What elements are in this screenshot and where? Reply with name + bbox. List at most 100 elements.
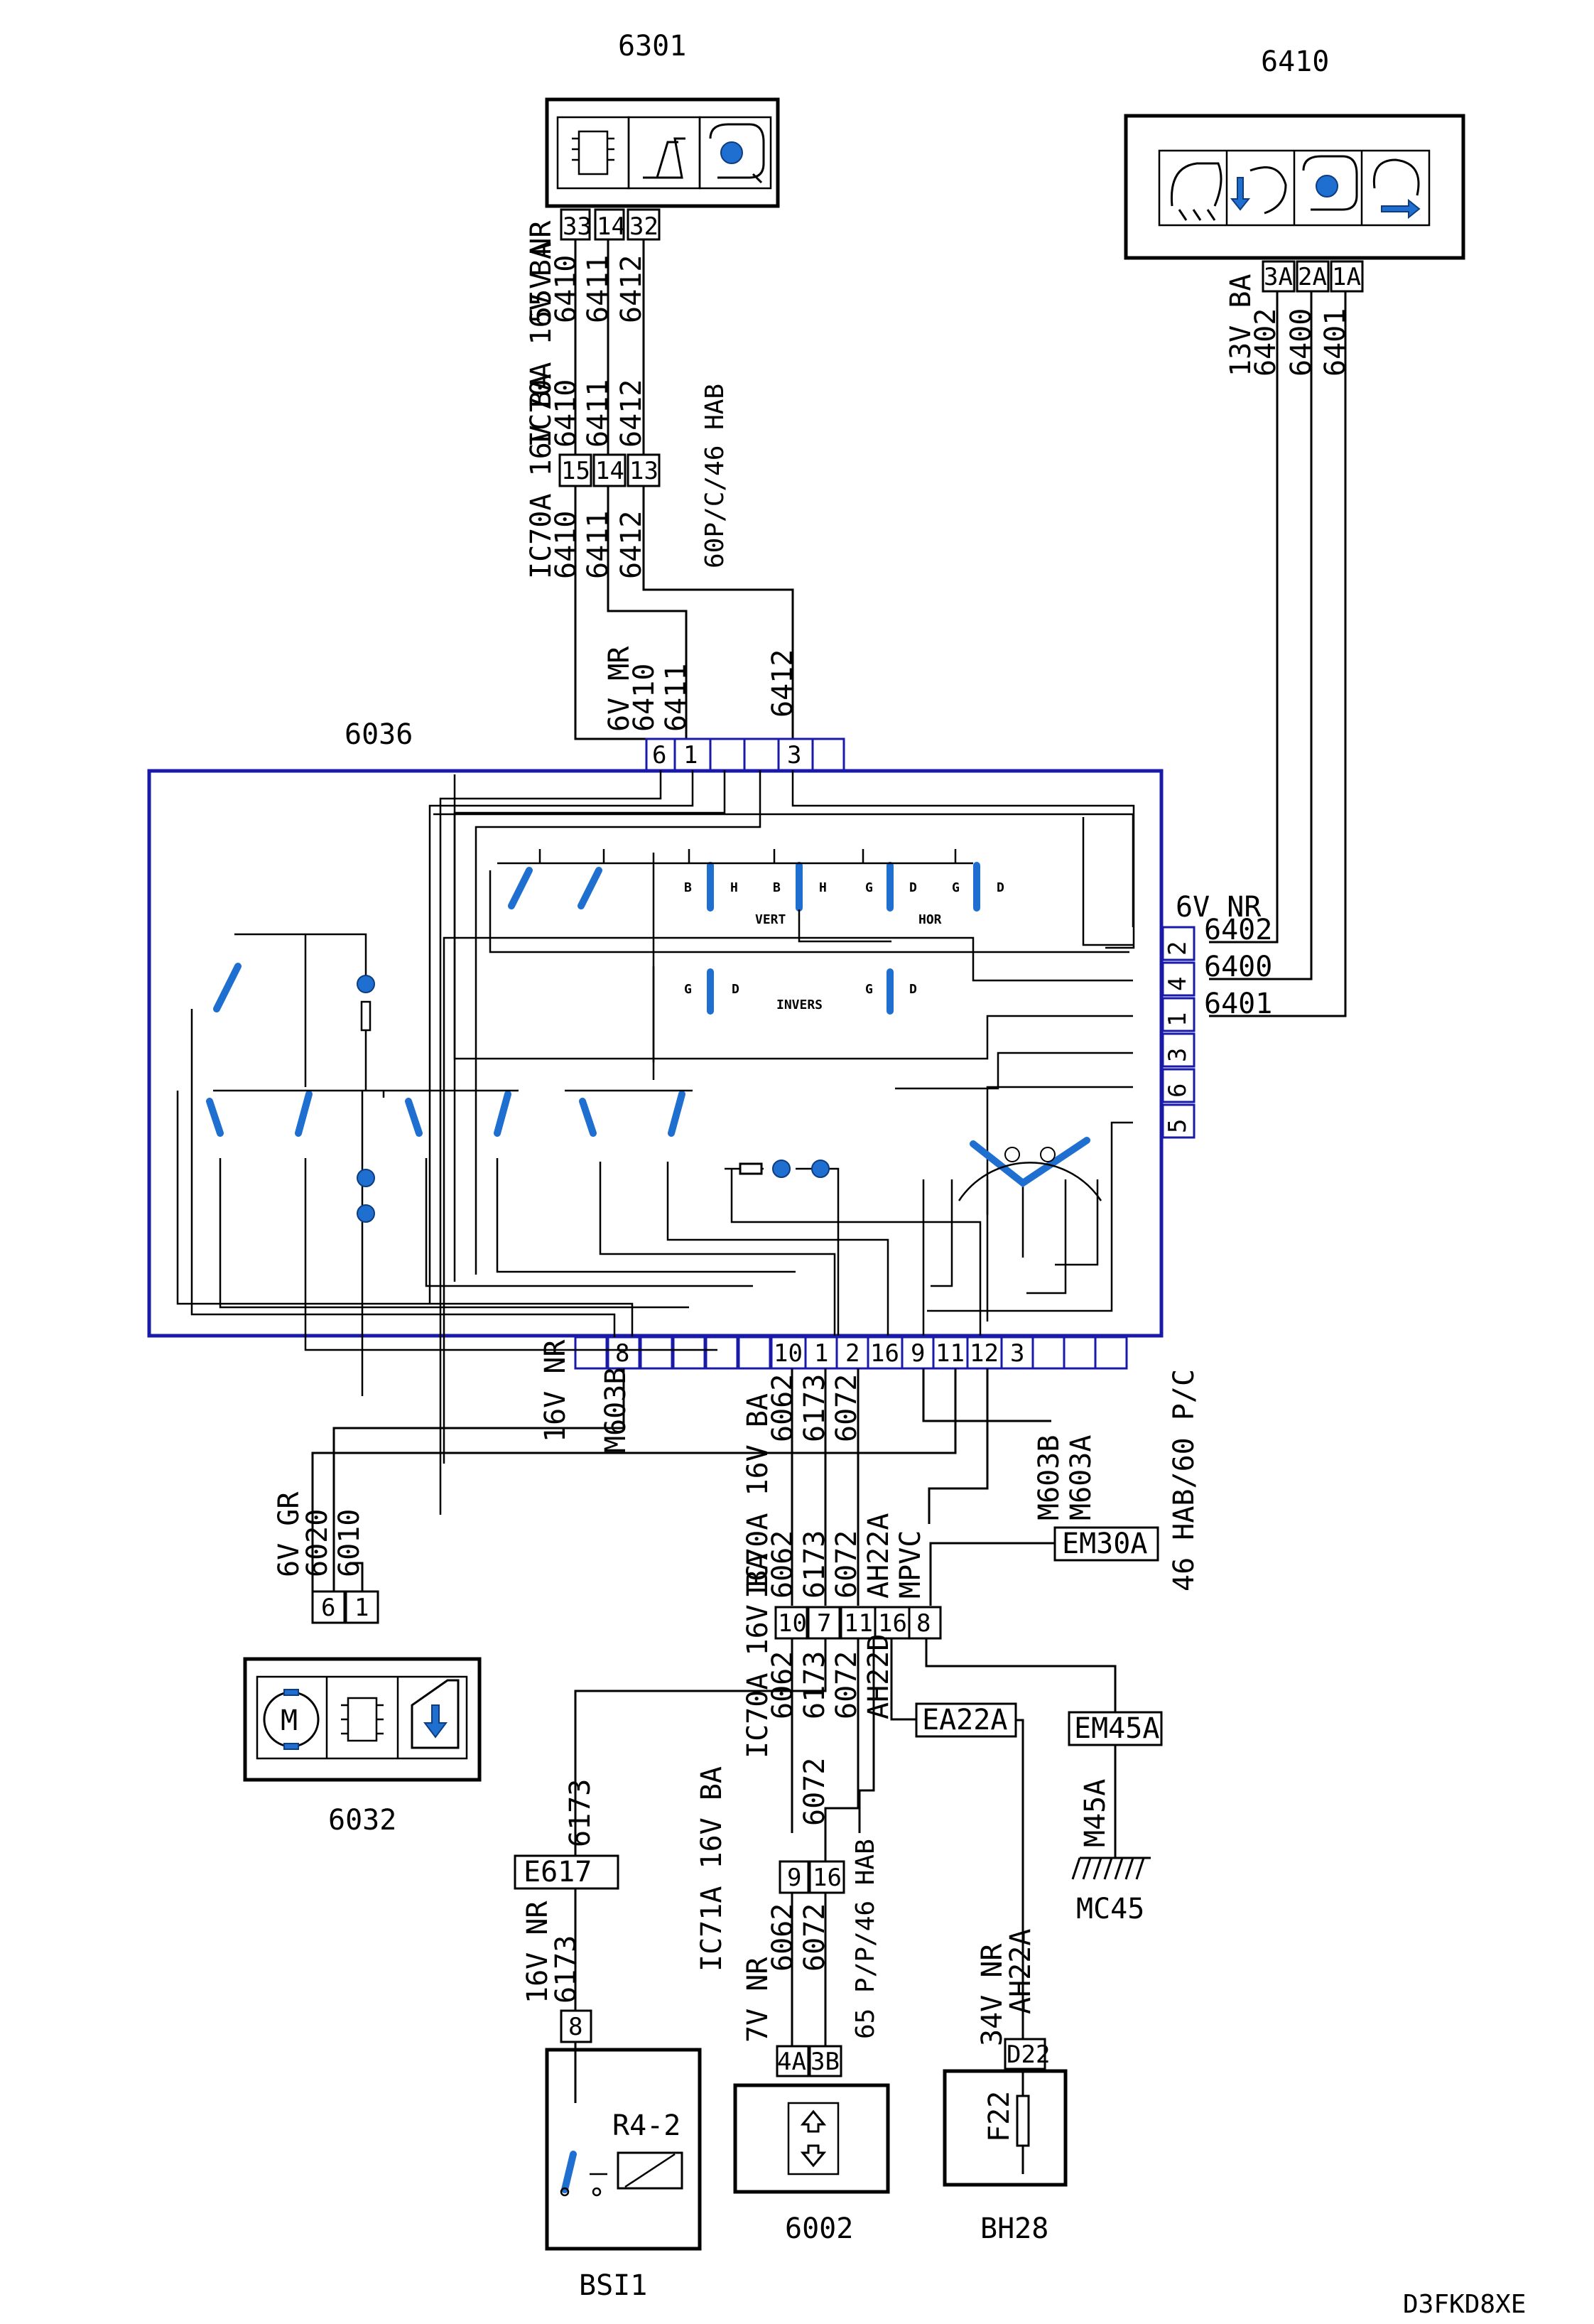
- component-6036-label: 6036: [345, 718, 413, 751]
- connector-6410-label: 13V BA: [1225, 274, 1257, 377]
- connector-bsi1-label: 16V NR: [521, 1901, 554, 2004]
- component-6410-label: 6410: [1261, 45, 1329, 78]
- pin: 6: [1164, 1083, 1192, 1098]
- wire-label: 6412: [615, 379, 648, 448]
- connector-6032-label: 6V GR: [273, 1491, 305, 1577]
- connector-bsi1-pins: 8: [560, 2009, 592, 2043]
- wires-lower: [574, 1638, 1117, 1869]
- connector-ic70a-top-label-below: IC70A 16V BA: [525, 374, 558, 579]
- component-6301-label: 6301: [618, 30, 686, 63]
- wire-label: 6400: [1204, 951, 1272, 983]
- component-6032-label: 6032: [328, 1804, 396, 1837]
- component-6002-label: 6002: [785, 2212, 853, 2245]
- wire-label: 6062: [766, 1903, 799, 1972]
- pin: 3: [787, 741, 801, 769]
- drawing-code: D3FKD8XE: [1403, 2290, 1526, 2319]
- mirror-heat-icon: [1170, 162, 1251, 221]
- wire-label: AH22A: [862, 1513, 895, 1599]
- splice-em45a: EM45A: [1068, 1711, 1163, 1858]
- wire-label: 6410: [628, 664, 661, 732]
- wire-label: 6411: [582, 379, 614, 448]
- pin: 6: [652, 741, 666, 769]
- ecu-chip-icon: [341, 1697, 384, 1742]
- ground-mc45: MC45: [1071, 1857, 1151, 1925]
- pin: 1: [814, 1339, 828, 1368]
- pin: 33: [563, 212, 592, 241]
- connector-6410-pins: 3A 2A 1A: [1262, 260, 1364, 293]
- switch-letter: D: [909, 982, 917, 997]
- component-6301: 6301: [545, 30, 780, 208]
- wire-label: 6020: [301, 1509, 334, 1577]
- wire-label: 6412: [615, 511, 648, 579]
- switch-letter: D: [997, 880, 1004, 895]
- pin: 15: [561, 457, 590, 485]
- up-down-arrows-icon: [800, 2109, 827, 2168]
- switch-letter: H: [730, 880, 738, 895]
- seat-icon: [643, 137, 685, 179]
- switch-letter: D: [909, 880, 917, 895]
- wire-label: 6411: [582, 255, 614, 323]
- mirror-right-icon: [1372, 158, 1421, 220]
- switch-letter: B: [684, 880, 692, 895]
- pin: 5: [1164, 1119, 1192, 1133]
- connector-6036-top: 6 1 3: [645, 737, 845, 772]
- pin: 3: [1164, 1048, 1192, 1062]
- pin: 11: [936, 1339, 965, 1368]
- connector-note: 65 P/P/46 HAB: [851, 1839, 880, 2039]
- component-bh28-label: BH28: [980, 2212, 1048, 2245]
- wire-6072: [824, 1776, 860, 1861]
- wire-label: 6410: [550, 379, 582, 448]
- pin: 8: [568, 2013, 582, 2041]
- switch-letter: H: [819, 880, 827, 895]
- component-6002: 6002: [733, 2083, 890, 2245]
- component-6410: 6410: [1124, 45, 1465, 260]
- connector-ic70a-bottom-label-below: IC70A 16V BA: [742, 1553, 774, 1758]
- fuse-icon: [1016, 2095, 1030, 2147]
- module-internal-wiring: [176, 770, 1135, 1515]
- mirror-fold-icon: [1249, 166, 1287, 215]
- pin: 12: [970, 1339, 999, 1368]
- component-6032: M 6032: [243, 1657, 482, 1837]
- connector-ic70a-top: 15 14 13: [558, 453, 661, 487]
- window-switch-icon: [411, 1679, 460, 1749]
- connector-bh28-pins: D22: [1004, 2038, 1050, 2070]
- pin: 2: [845, 1339, 860, 1368]
- pin: 1: [1164, 1012, 1192, 1027]
- wire-label: 6062: [766, 1651, 799, 1719]
- wires-middle: [311, 1368, 1051, 1606]
- connector-ic70a-bottom-label: IC70A 16V BA: [742, 1393, 774, 1599]
- hor-label: HOR: [918, 912, 942, 927]
- splice-e617: E617: [514, 1854, 619, 2011]
- mirror-joystick: [958, 1137, 1102, 1201]
- connector-6002-pins: 4A 3B: [776, 2045, 842, 2077]
- wire-label: 6062: [766, 1530, 799, 1599]
- component-bsi1-label: BSI1: [579, 2269, 647, 2302]
- wire-label: M603B: [600, 1368, 632, 1453]
- wire-label: 6173: [550, 1935, 582, 2004]
- pin: 16: [870, 1339, 899, 1368]
- pin: 1: [683, 741, 698, 769]
- mirror-adjust-icon: [709, 123, 765, 184]
- pin: 14: [597, 212, 626, 241]
- pin: 13: [629, 457, 658, 485]
- pin: 16: [813, 1864, 842, 1892]
- component-bsi1: R4-2 BSI1: [545, 2042, 702, 2302]
- pin: 32: [629, 212, 658, 241]
- connector-6032-pins: 6 1: [311, 1590, 379, 1624]
- splice-ea22a: EA22A: [915, 1702, 1024, 2039]
- pin: 4A: [777, 2048, 806, 2076]
- invers-label: INVERS: [776, 998, 823, 1012]
- connector-note: 60P/C/46 HAB: [700, 384, 730, 568]
- svg-text:M: M: [281, 1704, 298, 1737]
- wire-label: 6410: [550, 511, 582, 579]
- control-switches: [206, 933, 830, 1396]
- pin: 2A: [1298, 263, 1327, 291]
- component-6036: 6036 6 1 3 6V MR 6410 6411 6412 2 4: [147, 646, 1272, 1515]
- wire-label: M603A: [1065, 1435, 1097, 1520]
- pin: 6: [321, 1594, 335, 1622]
- ground-label: MC45: [1076, 1893, 1144, 1925]
- pin: 3B: [810, 2048, 840, 2076]
- component-bh28: F22 BH28: [943, 2069, 1068, 2245]
- connector-6036-right-label: 6V NR: [1176, 891, 1262, 924]
